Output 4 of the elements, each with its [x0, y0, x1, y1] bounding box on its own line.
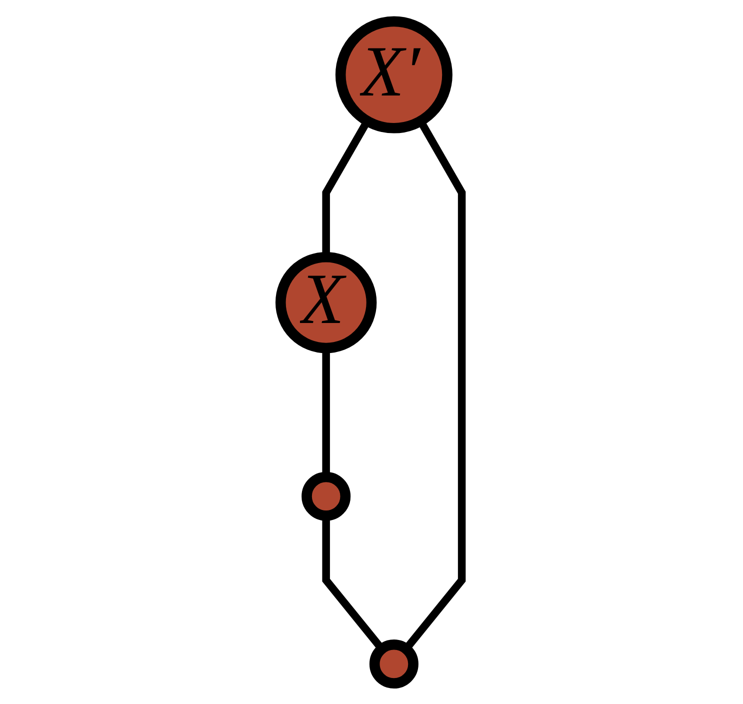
node-ellipse — [302, 472, 351, 521]
node-circle: X′ — [336, 16, 453, 134]
node-ellipse — [370, 640, 419, 688]
node-circle: X — [276, 252, 377, 354]
